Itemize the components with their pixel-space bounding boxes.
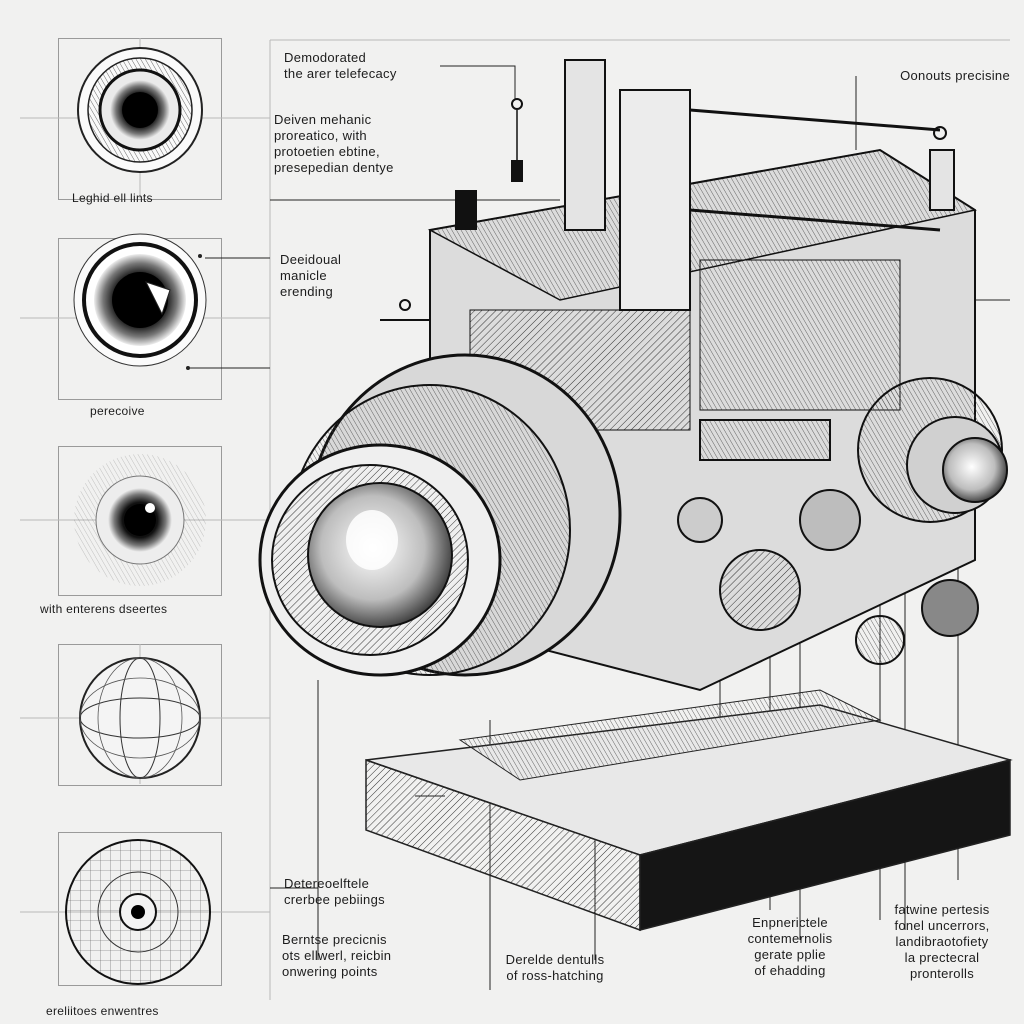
- eye-radial-icon: [74, 454, 206, 586]
- label-lower-1: Detereoelftele crerbee pebiings: [284, 876, 385, 907]
- eye-detail-icon: [77, 47, 203, 173]
- connector-pins: [380, 98, 947, 321]
- eye-iris-icon: [73, 233, 207, 370]
- label-bottom-mid: Derelde dentulls of ross-hatching: [505, 952, 605, 983]
- label-bottom-center: Enpnerictele contemernolis gerate pplie …: [747, 915, 833, 978]
- label-top-right: Oonouts precisine: [900, 68, 1010, 83]
- label-top-left-1: Demodorated the arer telefecacy: [284, 50, 397, 81]
- label-top-left-2: Deiven mehanic proreatico, with protoeti…: [274, 112, 394, 175]
- panel1-caption: Leghid ell lints: [72, 191, 153, 205]
- sphere-grid-icon: [65, 839, 211, 985]
- main-lens: [258, 353, 622, 677]
- panel-frame-3: [58, 446, 222, 596]
- panel2-caption: perecoive: [90, 404, 145, 418]
- side-lens: [857, 377, 1008, 523]
- panel-frame-5: [58, 832, 222, 986]
- roller-assembly: [677, 419, 979, 665]
- label-lower-2: Berntse precicnis ots ellwerl, reicbin o…: [282, 932, 392, 979]
- sphere-wireframe-icon: [79, 657, 201, 779]
- panel3-caption: with enterens dseertes: [40, 602, 168, 616]
- bottom-left-caption: ereliitoes enwentres: [46, 1004, 159, 1018]
- label-bottom-right: fatwine pertesis fonel uncerrors, landib…: [894, 902, 990, 981]
- label-mid: Deeidoual manicle erending: [280, 252, 342, 299]
- machine-base: [365, 689, 1013, 932]
